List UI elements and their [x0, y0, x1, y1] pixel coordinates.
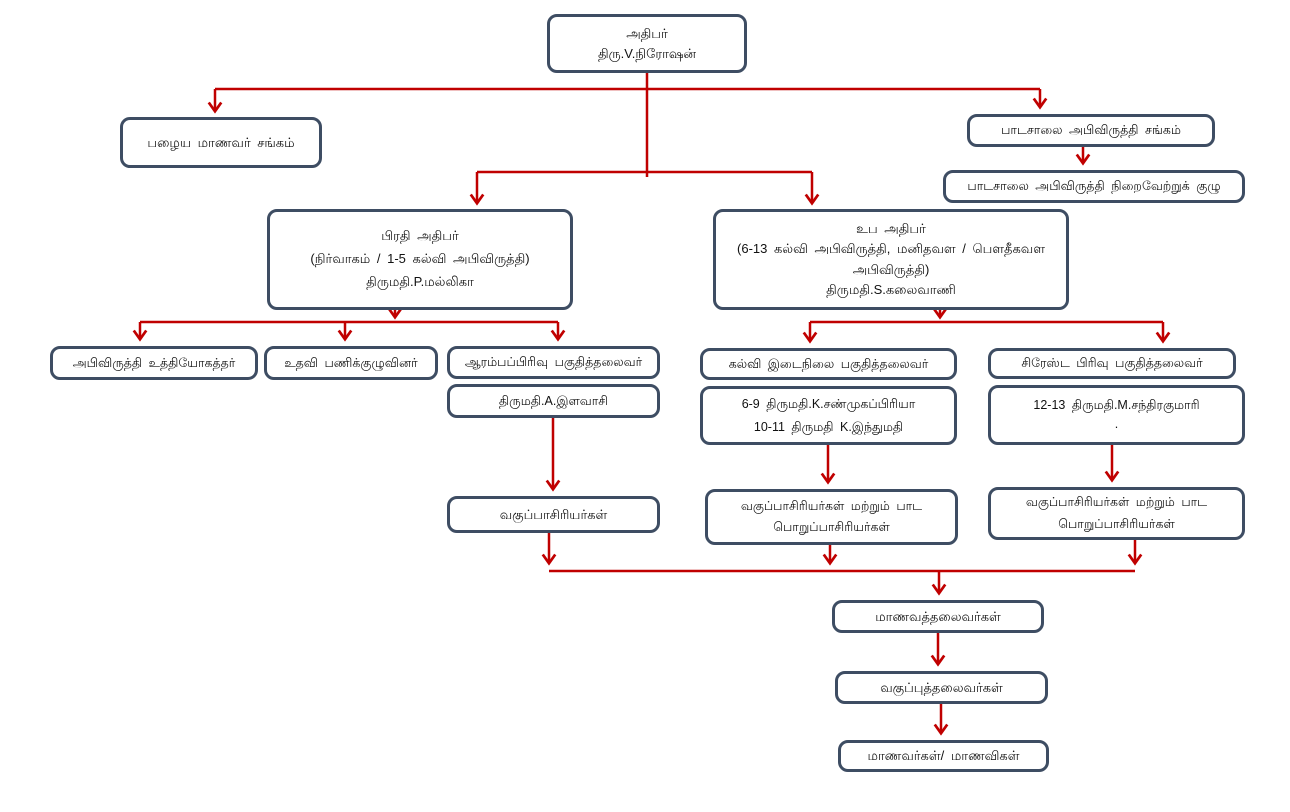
node-students: மாணவர்கள்/ மாணவிகள்	[838, 740, 1049, 772]
node-title: பாடசாலை அபிவிருத்தி நிறைவேற்றுக் குழு	[967, 179, 1221, 194]
node-title: வகுப்புத்தலைவர்கள்	[880, 679, 1003, 695]
node-support-staff: உதவி பணிக்குழுவினர்	[264, 346, 438, 380]
node-title: வகுப்பாசிரியர்கள்	[499, 506, 608, 522]
node-title: அதிபர்	[626, 26, 668, 41]
node-principal: அதிபர் திரு.V.நிரோஷன்	[547, 14, 747, 73]
node-vice-principal: உப அதிபர் (6-13 கல்வி அபிவிருத்தி, மனிதவ…	[713, 209, 1069, 310]
node-person: திரு.V.நிரோஷன்	[597, 45, 697, 61]
node-scope: (6-13 கல்வி அபிவிருத்தி, மனிதவள / பௌதீகவ…	[737, 241, 1045, 257]
node-senior-section-head: சிரேஸ்ட பிரிவு பகுதித்தலைவர்	[988, 348, 1236, 379]
node-deputy-principal: பிரதி அதிபர் (நிர்வாகம் / 1-5 கல்வி அபிவ…	[267, 209, 573, 310]
node-primary-section-head-name: திருமதி.A.இளவாசி	[447, 384, 660, 418]
node-title: பொறுப்பாசிரியர்கள்	[1058, 516, 1175, 531]
node-scope: அபிவிருத்தி)	[852, 261, 930, 277]
node-title: கல்வி இடைநிலை பகுதித்தலைவர்	[728, 356, 929, 371]
node-class-teachers-primary: வகுப்பாசிரியர்கள்	[447, 496, 660, 533]
node-middle-section-head: கல்வி இடைநிலை பகுதித்தலைவர்	[700, 348, 957, 380]
node-person: 10-11 திருமதி K.இந்துமதி	[753, 419, 904, 434]
node-title: வகுப்பாசிரியர்கள் மற்றும் பாட	[1025, 495, 1208, 510]
node-title: ஆரம்பப்பிரிவு பகுதித்தலைவர்	[464, 355, 643, 370]
node-old-students-association: பழைய மாணவர் சங்கம்	[120, 117, 322, 168]
node-senior-section-head-name: 12-13 திருமதி.M.சந்திரகுமாரி .	[988, 385, 1245, 445]
node-scope: (நிர்வாகம் / 1-5 கல்வி அபிவிருத்தி)	[310, 251, 530, 267]
node-person: திருமதி.A.இளவாசி	[498, 393, 609, 408]
node-title: சிரேஸ்ட பிரிவு பகுதித்தலைவர்	[1021, 356, 1203, 371]
node-school-dev-society: பாடசாலை அபிவிருத்தி சங்கம்	[967, 114, 1215, 147]
node-development-officer: அபிவிருத்தி உத்தியோகத்தர்	[50, 346, 258, 380]
node-class-subject-teachers-senior: வகுப்பாசிரியர்கள் மற்றும் பாட பொறுப்பாசி…	[988, 487, 1245, 540]
node-title: அபிவிருத்தி உத்தியோகத்தர்	[72, 355, 236, 370]
node-middle-section-head-names: 6-9 திருமதி.K.சண்முகப்பிரியா 10-11 திரும…	[700, 386, 957, 445]
node-person: திருமதி.P.மல்லிகா	[366, 273, 474, 289]
node-person: திருமதி.S.கலைவாணி	[826, 281, 956, 297]
node-title: பொறுப்பாசிரியர்கள்	[773, 520, 890, 534]
node-title: உப அதிபர்	[856, 221, 926, 237]
node-title: பாடசாலை அபிவிருத்தி சங்கம்	[1001, 123, 1181, 138]
node-class-subject-teachers-middle: வகுப்பாசிரியர்கள் மற்றும் பாட பொறுப்பாசி…	[705, 489, 958, 545]
node-person: .	[1114, 417, 1119, 431]
node-title: பழைய மாணவர் சங்கம்	[147, 134, 295, 150]
node-person: 6-9 திருமதி.K.சண்முகப்பிரியா	[741, 397, 916, 411]
node-title: வகுப்பாசிரியர்கள் மற்றும் பாட	[740, 498, 923, 513]
node-school-dev-exec-committee: பாடசாலை அபிவிருத்தி நிறைவேற்றுக் குழு	[943, 170, 1245, 203]
node-class-leaders: வகுப்புத்தலைவர்கள்	[835, 671, 1048, 704]
node-person: 12-13 திருமதி.M.சந்திரகுமாரி	[1033, 398, 1200, 413]
node-title: மாணவத்தலைவர்கள்	[875, 608, 1001, 624]
node-title: மாணவர்கள்/ மாணவிகள்	[867, 748, 1020, 764]
node-title: உதவி பணிக்குழுவினர்	[284, 355, 418, 370]
node-student-leaders: மாணவத்தலைவர்கள்	[832, 600, 1044, 633]
node-primary-section-head: ஆரம்பப்பிரிவு பகுதித்தலைவர்	[447, 346, 660, 379]
node-title: பிரதி அதிபர்	[381, 228, 459, 244]
